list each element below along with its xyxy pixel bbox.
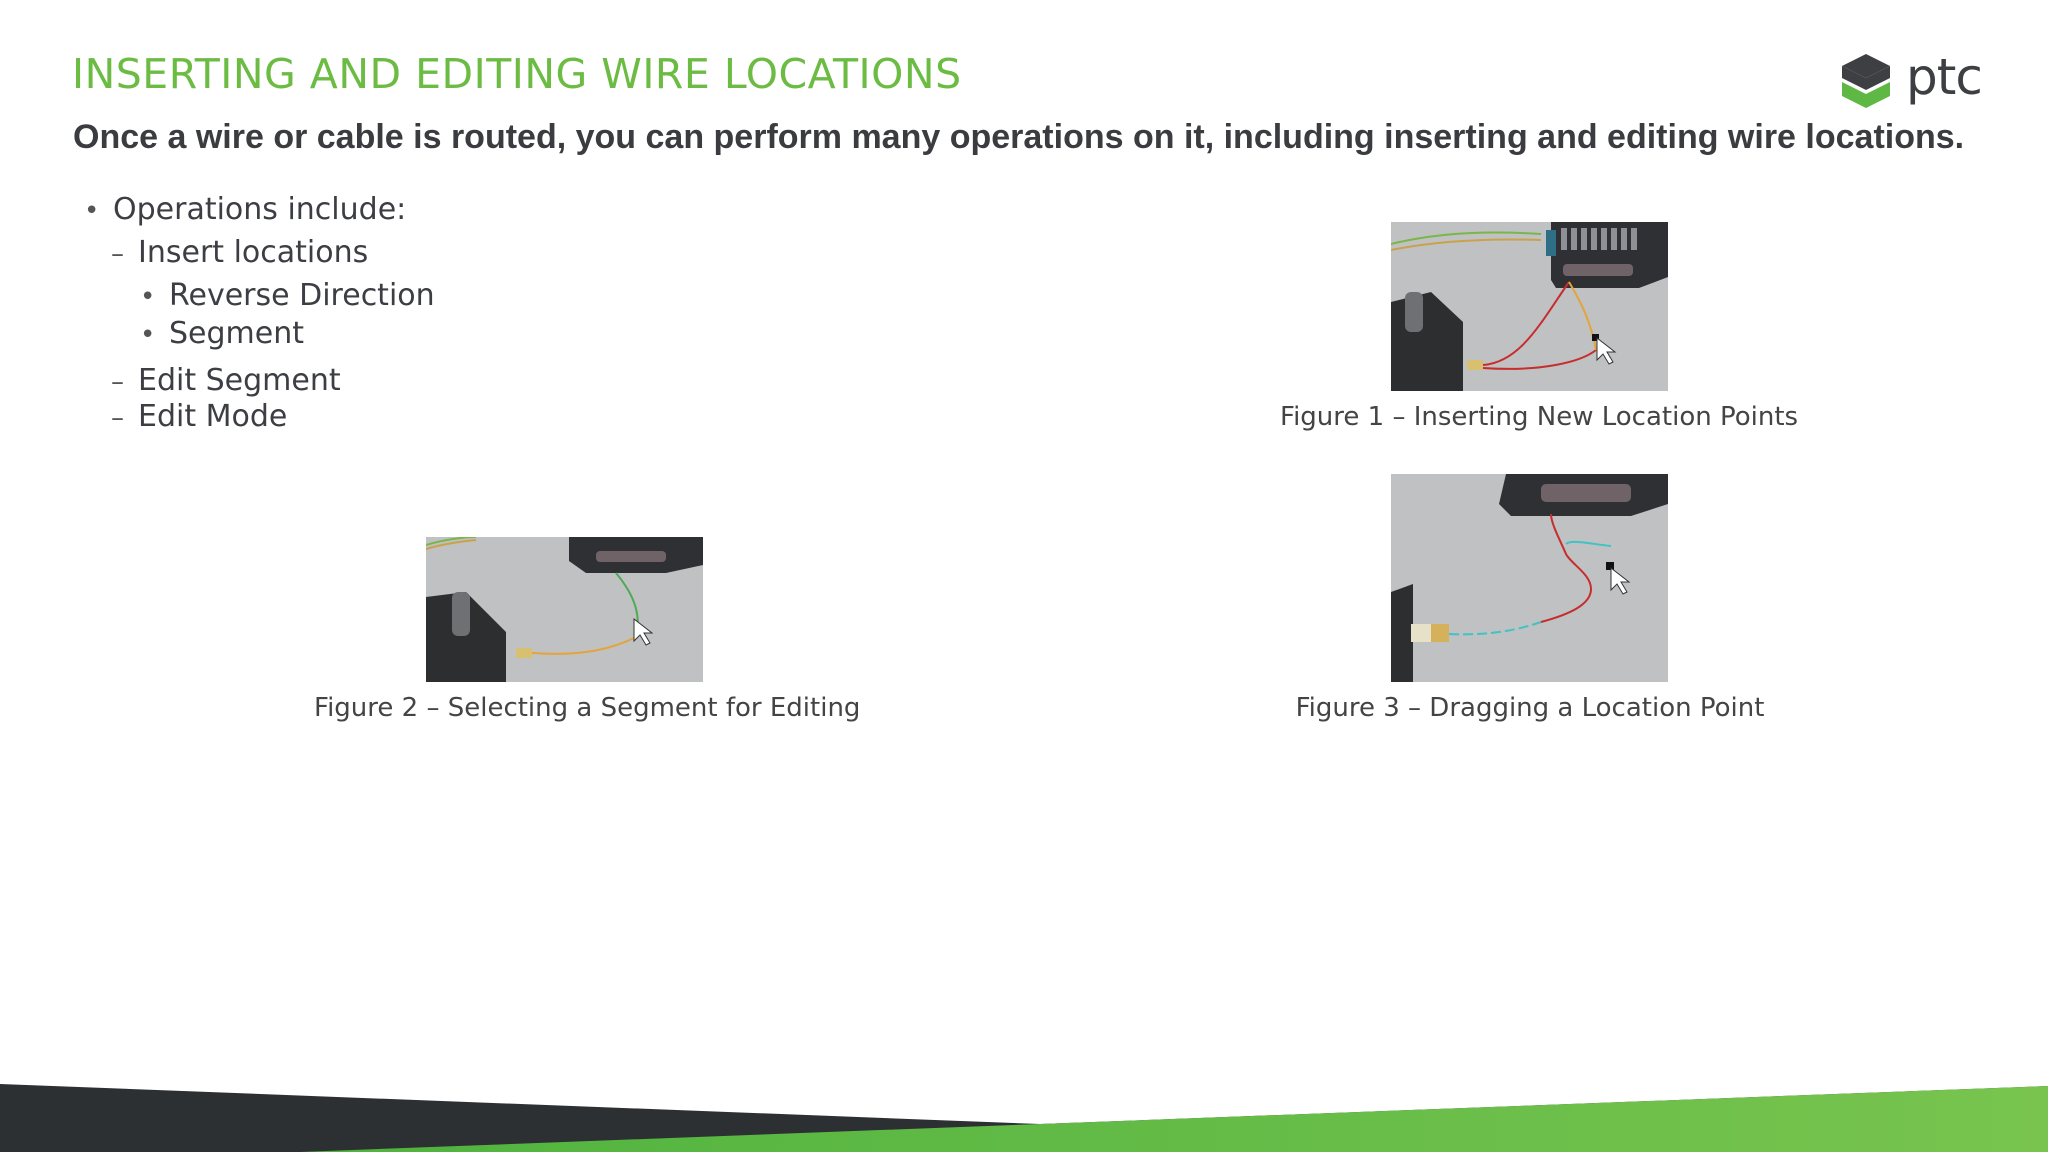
figure-2-image <box>426 537 703 682</box>
figure-2-caption: Figure 2 – Selecting a Segment for Editi… <box>314 693 861 723</box>
ptc-logo: ptc <box>1838 48 1998 112</box>
bullet-operations-include: Operations include: <box>113 192 407 227</box>
figure-3-caption: Figure 3 – Dragging a Location Point <box>1295 693 1765 723</box>
slide-subtitle: Once a wire or cable is routed, you can … <box>73 118 1965 156</box>
bullet-edit-segment: Edit Segment <box>138 363 341 398</box>
figure-3-image <box>1391 474 1668 682</box>
dash-marker: – <box>111 239 124 269</box>
bullet-reverse-direction: Reverse Direction <box>169 278 435 313</box>
bullet-segment: Segment <box>169 316 304 351</box>
ptc-logo-text: ptc <box>1906 48 1983 106</box>
dash-marker: – <box>111 367 124 397</box>
bullet-marker: • <box>84 196 100 226</box>
dash-marker: – <box>111 403 124 433</box>
bullet-edit-mode: Edit Mode <box>138 399 288 434</box>
slide-title: INSERTING AND EDITING WIRE LOCATIONS <box>72 50 962 98</box>
bullet-marker: • <box>140 320 156 350</box>
footer-band <box>0 1084 2048 1152</box>
bullet-marker: • <box>140 282 156 312</box>
figure-1-image <box>1391 222 1668 391</box>
figure-1-caption: Figure 1 – Inserting New Location Points <box>1280 402 1799 432</box>
bullet-insert-locations: Insert locations <box>138 235 369 270</box>
ptc-cube-icon <box>1842 54 1890 108</box>
bullet-list: • Operations include: – Insert locations… <box>0 0 600 460</box>
